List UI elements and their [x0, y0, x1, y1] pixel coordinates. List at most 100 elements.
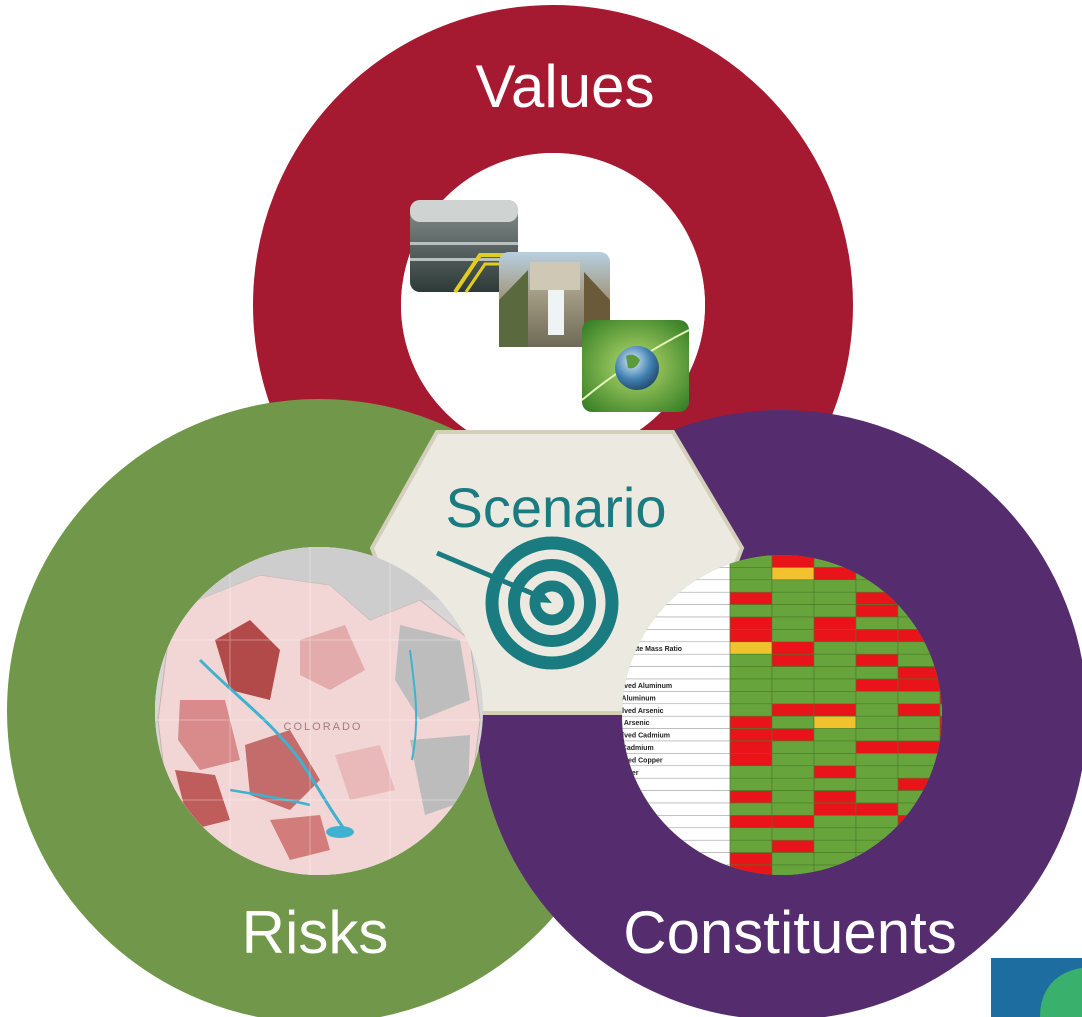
matrix-cell	[813, 715, 857, 729]
matrix-cell	[771, 567, 815, 581]
matrix-cell	[771, 753, 815, 767]
matrix-cell	[771, 839, 815, 853]
matrix-cell	[855, 790, 899, 804]
matrix-cell	[897, 703, 941, 717]
matrix-cell	[729, 827, 773, 841]
matrix-cell	[813, 604, 857, 618]
matrix-row-label: tal Arsenic	[614, 720, 650, 727]
matrix-cell	[729, 629, 773, 643]
matrix-cell	[897, 740, 941, 754]
matrix-cell	[813, 691, 857, 705]
matrix-cell	[855, 802, 899, 816]
matrix-cell	[771, 777, 815, 791]
matrix-cell	[897, 666, 941, 680]
matrix-cell	[729, 591, 773, 605]
matrix-cell	[813, 591, 857, 605]
matrix-cell	[855, 703, 899, 717]
matrix-cell	[813, 703, 857, 717]
matrix-cell	[813, 777, 857, 791]
matrix-cell	[729, 616, 773, 630]
matrix-cell	[855, 765, 899, 779]
matrix-cell	[771, 728, 815, 742]
matrix-cell	[771, 666, 815, 680]
matrix-cell	[897, 753, 941, 767]
matrix-row-label: al Cadmium	[614, 745, 654, 752]
matrix-cell	[771, 691, 815, 705]
matrix-cell	[855, 815, 899, 829]
matrix-cell	[729, 740, 773, 754]
matrix-cell	[855, 641, 899, 655]
matrix-cell	[813, 790, 857, 804]
matrix-cell	[771, 641, 815, 655]
matrix-cell	[855, 728, 899, 742]
matrix-cell	[813, 653, 857, 667]
matrix-cell	[813, 815, 857, 829]
matrix-row-label: al Aluminum	[614, 695, 656, 702]
matrix-cell	[771, 591, 815, 605]
matrix-cell	[771, 629, 815, 643]
matrix-cell	[855, 604, 899, 618]
matrix-cell	[939, 715, 942, 729]
center-label: Scenario	[445, 476, 666, 539]
matrix-cell	[813, 641, 857, 655]
matrix-cell	[771, 815, 815, 829]
matrix-cell	[729, 579, 773, 593]
matrix-cell	[813, 839, 857, 853]
matrix-cell	[813, 579, 857, 593]
matrix-cell	[855, 629, 899, 643]
water-treatment-photo	[410, 200, 518, 294]
matrix-cell	[729, 691, 773, 705]
matrix-cell	[855, 678, 899, 692]
matrix-row-label: solved Aluminum	[614, 683, 672, 690]
target-arrow-icon	[436, 536, 619, 670]
matrix-cell	[771, 765, 815, 779]
matrix-cell	[729, 753, 773, 767]
matrix-row-label: solved Arsenic	[614, 708, 664, 715]
matrix-cell	[855, 740, 899, 754]
matrix-cell	[855, 653, 899, 667]
matrix-cell	[813, 666, 857, 680]
matrix-cell	[771, 604, 815, 618]
matrix-cell	[813, 728, 857, 742]
matrix-cell	[771, 579, 815, 593]
matrix-cell	[729, 678, 773, 692]
water-quality-matrix: olidsa Sulfate Mass Ratioideitesolved Al…	[614, 555, 942, 875]
matrix-cell	[939, 691, 942, 705]
matrix-cell	[729, 703, 773, 717]
matrix-cell	[729, 815, 773, 829]
matrix-cell	[771, 740, 815, 754]
matrix-row-label: solved Copper	[614, 757, 663, 764]
values-photos	[410, 200, 690, 412]
matrix-cell	[729, 604, 773, 618]
risks-label: Risks	[242, 899, 389, 966]
matrix-row-label: solved Cadmium	[614, 733, 670, 740]
matrix-cell	[813, 678, 857, 692]
matrix-cell	[729, 567, 773, 581]
matrix-cell	[855, 691, 899, 705]
matrix-cell	[729, 802, 773, 816]
matrix-cell	[855, 616, 899, 630]
matrix-cell	[813, 802, 857, 816]
matrix-cell	[813, 629, 857, 643]
leaf-globe-photo	[581, 320, 690, 412]
matrix-cell	[729, 666, 773, 680]
matrix-cell	[771, 790, 815, 804]
matrix-cell	[729, 852, 773, 866]
matrix-cell	[855, 666, 899, 680]
matrix-cell	[729, 790, 773, 804]
matrix-cell	[729, 839, 773, 853]
matrix-cell	[855, 753, 899, 767]
matrix-cell	[897, 678, 941, 692]
matrix-cells: olidsa Sulfate Mass Ratioideitesolved Al…	[614, 555, 942, 875]
matrix-cell	[771, 678, 815, 692]
matrix-cell	[813, 765, 857, 779]
matrix-cell	[855, 715, 899, 729]
matrix-cell	[729, 715, 773, 729]
matrix-cell	[771, 827, 815, 841]
matrix-cell	[771, 653, 815, 667]
values-label: Values	[475, 53, 654, 120]
matrix-cell	[897, 715, 941, 729]
logo-fragment	[991, 958, 1082, 1017]
matrix-cell	[729, 777, 773, 791]
